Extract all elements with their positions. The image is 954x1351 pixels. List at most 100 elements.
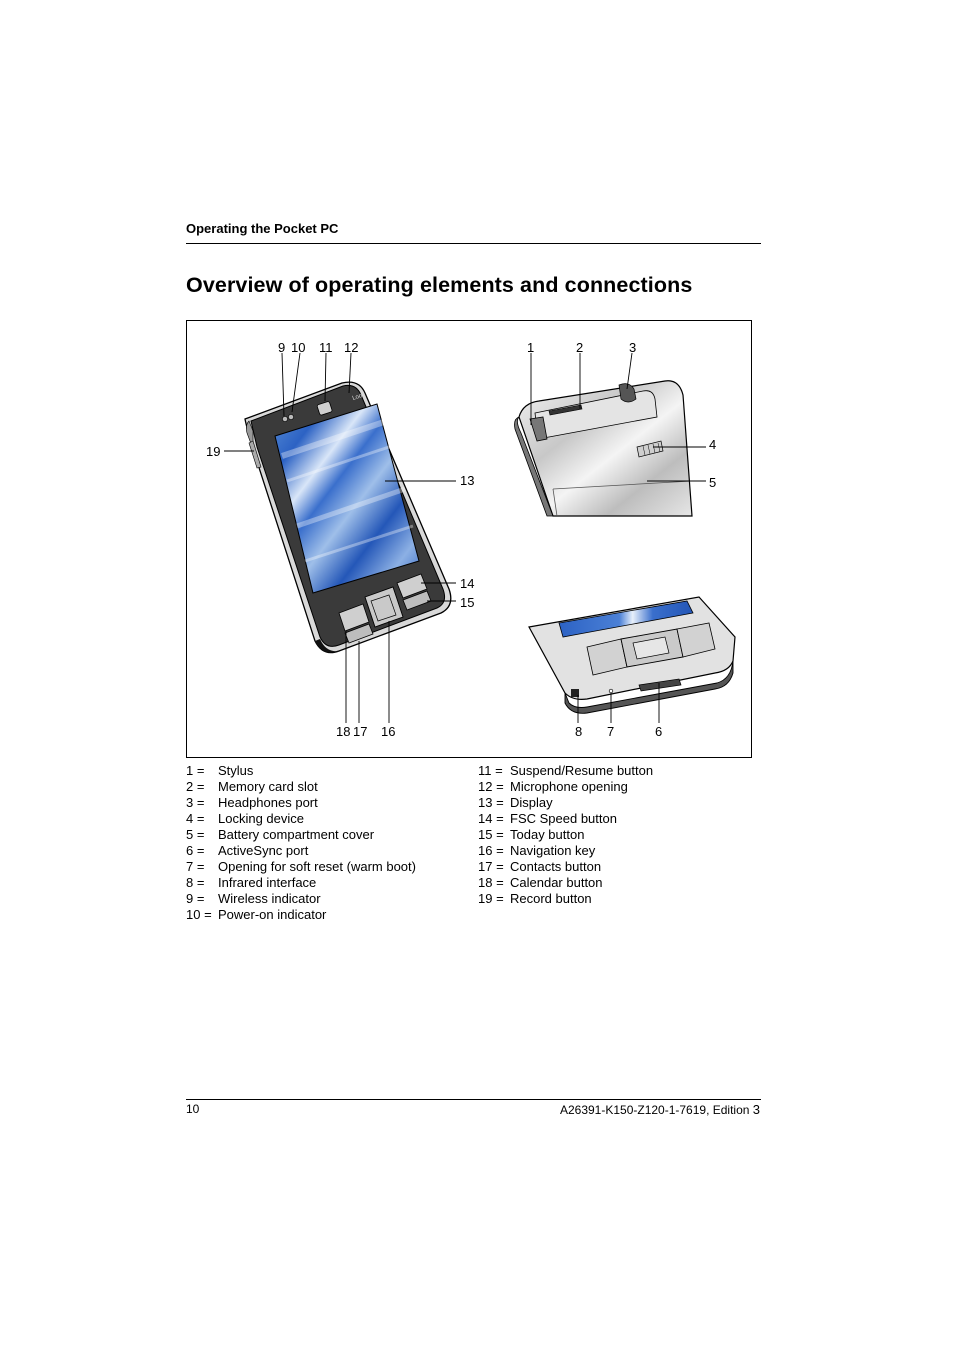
document-id-text: A26391-K150-Z120-1-7619, Edition (559, 1103, 753, 1117)
legend-label: Opening for soft reset (warm boot) (218, 859, 416, 874)
legend-label: FSC Speed button (510, 811, 617, 826)
legend-item: 7 =Opening for soft reset (warm boot) (186, 859, 416, 875)
legend-number: 2 = (186, 779, 205, 794)
callout-12: 12 (344, 340, 358, 355)
contacts-button-icon (344, 623, 374, 644)
callout-11: 11 (319, 340, 333, 355)
legend-left-column: 1 = Stylus 2 = Memory card slot 3 = Headpho… (186, 763, 416, 923)
legend-number: 3 = (186, 795, 205, 810)
activesync-port-icon (638, 678, 682, 692)
callout-14: 14 (460, 576, 474, 591)
legend-item: 16 = Navigation key (478, 843, 653, 859)
fsc-speed-button-icon (396, 573, 428, 599)
header-rule (186, 243, 761, 244)
stylus-icon (529, 416, 548, 442)
callout-17: 17 (353, 724, 367, 739)
legend-item: 8 = Infrared interface (186, 875, 416, 891)
legend-item: 14 = FSC Speed button (478, 811, 653, 827)
legend-item: 12 = Microphone opening (478, 779, 653, 795)
device-brand-text: Loox (352, 392, 366, 402)
legend-label: Memory card slot (218, 779, 318, 794)
memory-card-slot-icon (548, 404, 583, 416)
legend-item: 11 = Suspend/Resume button (478, 763, 653, 779)
callout-18: 18 (336, 724, 350, 739)
legend-item: 19 = Record button (478, 891, 653, 907)
legend-label: Today button (510, 827, 585, 842)
legend-item: 2 = Memory card slot (186, 779, 416, 795)
running-header: Operating the Pocket PC (186, 221, 339, 236)
callout-5: 5 (709, 475, 716, 490)
legend-item: 3 = Headphones port (186, 795, 416, 811)
legend-number: 12 = (478, 779, 504, 794)
legend-label: Locking device (218, 811, 304, 826)
callout-8: 8 (575, 724, 582, 739)
callout-6: 6 (655, 724, 662, 739)
legend-label: ActiveSync port (218, 843, 309, 858)
device-illustration: Loox (206, 340, 736, 739)
legend-number: 14 = (478, 811, 504, 826)
device-figure: Loox (186, 320, 752, 758)
legend-item: 1 = Stylus (186, 763, 416, 779)
legend-item: 10 = Power-on indicator (186, 907, 416, 923)
legend-item: 5 = Battery compartment cover (186, 827, 416, 843)
legend-number: 10 = (186, 907, 212, 922)
power-button-icon (316, 401, 333, 416)
legend-label: Battery compartment cover (218, 827, 375, 842)
legend-item: 15 = Today button (478, 827, 653, 843)
front-device: Loox (244, 381, 452, 654)
display-stripes (281, 418, 414, 563)
legend-label: Stylus (218, 763, 254, 778)
legend-item: 18 = Calendar button (478, 875, 653, 891)
document-id: A26391-K150-Z120-1-7619, Edition 3 (560, 1102, 760, 1117)
legend-item: 13 =Display (478, 795, 653, 811)
legend-right-column: 11 = Suspend/Resume button 12 = Microphone… (478, 763, 653, 907)
callout-13: 13 (460, 473, 474, 488)
callout-10: 10 (291, 340, 305, 355)
legend-label: Headphones port (218, 795, 318, 810)
callout-7: 7 (607, 724, 614, 739)
legend-number: 19 = (478, 891, 504, 906)
headphones-port-icon (618, 383, 637, 403)
legend-label: Suspend/Resume button (510, 763, 654, 778)
legend-number: 9 = (186, 891, 205, 906)
legend-number: 17 = (478, 859, 504, 874)
back-device (514, 380, 693, 517)
legend-number: 6 = (186, 843, 205, 858)
legend-number: 18 = (478, 875, 504, 890)
legend-label: Calendar button (510, 875, 603, 890)
legend-label: Record button (510, 891, 592, 906)
legend-item: 17 = Contacts button (478, 859, 653, 875)
leader-lines (224, 352, 706, 723)
legend-label: Infrared interface (218, 875, 317, 890)
legend-number: 1 = (186, 763, 205, 778)
callout-19: 19 (206, 444, 220, 459)
edition-number: 3 (752, 1102, 760, 1117)
calendar-button-icon (338, 603, 370, 632)
legend-label: Contacts button (510, 859, 602, 874)
bottom-device (528, 596, 736, 714)
legend-label: Wireless indicator (218, 891, 321, 906)
callout-1: 1 (527, 340, 534, 355)
legend-number: 4 = (186, 811, 205, 826)
footer-rule (186, 1099, 761, 1100)
soft-reset-opening-icon (608, 688, 614, 694)
callout-numbers: 9 10 11 12 19 13 14 15 18 17 16 1 2 3 4 … (206, 340, 716, 739)
legend-label: Navigation key (510, 843, 596, 858)
legend-number: 16 = (478, 843, 504, 858)
legend-number: 13 = (478, 795, 504, 810)
legend-number: 11 = (478, 763, 503, 778)
legend-number: 15 = (478, 827, 504, 842)
legend-number: 5 = (186, 827, 205, 842)
navigation-key-icon (364, 586, 404, 628)
infrared-interface-icon (571, 689, 579, 697)
page-title: Overview of operating elements and conne… (186, 273, 693, 297)
legend-item: 9 = Wireless indicator (186, 891, 416, 907)
locking-device-icon (636, 440, 664, 458)
legend-label: Power-on indicator (218, 907, 327, 922)
callout-2: 2 (576, 340, 583, 355)
callout-9: 9 (278, 340, 285, 355)
callout-16: 16 (381, 724, 395, 739)
legend-item: 6 = ActiveSync port (186, 843, 416, 859)
legend-number: 8 = (186, 875, 205, 890)
legend-label: Microphone opening (510, 779, 628, 794)
